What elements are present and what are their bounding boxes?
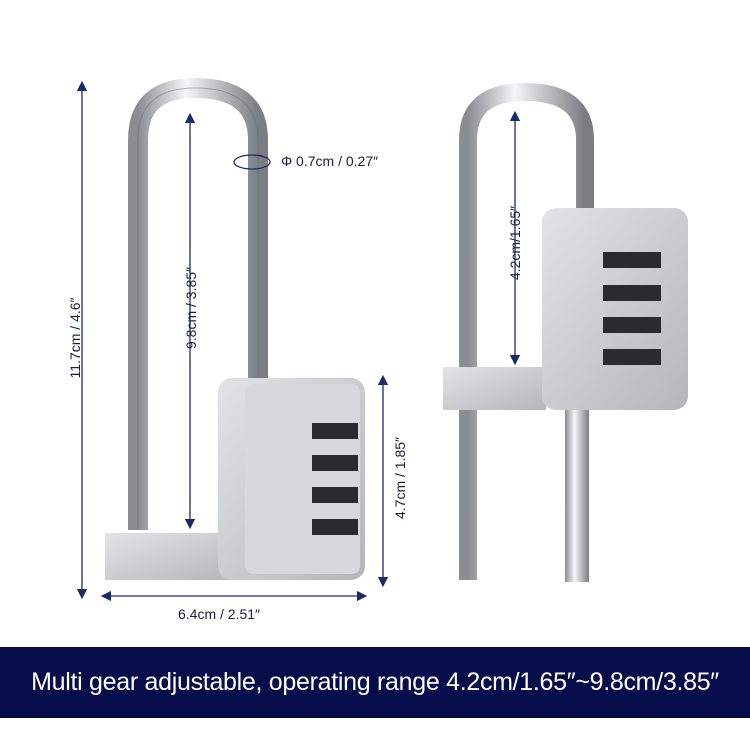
right-padlock	[443, 82, 688, 582]
body-height-label: 4.7cm / 1.85″	[392, 437, 408, 519]
max-opening-label: 9.8cm / 3.85″	[183, 267, 199, 349]
left-padlock	[105, 77, 365, 580]
shackle-diameter-label: Φ 0.7cm / 0.27″	[281, 153, 379, 169]
feature-banner: Multi gear adjustable, operating range 4…	[0, 647, 750, 718]
total-height-label: 11.7cm / 4.6″	[67, 297, 83, 379]
width-label: 6.4cm / 2.51″	[178, 606, 260, 622]
dimension-lines	[76, 80, 521, 602]
combination-dials	[312, 423, 358, 535]
min-opening-label: 4.2cm/1.65″	[507, 205, 523, 281]
diameter-marker	[233, 154, 271, 170]
banner-text: Multi gear adjustable, operating range 4…	[31, 668, 719, 696]
